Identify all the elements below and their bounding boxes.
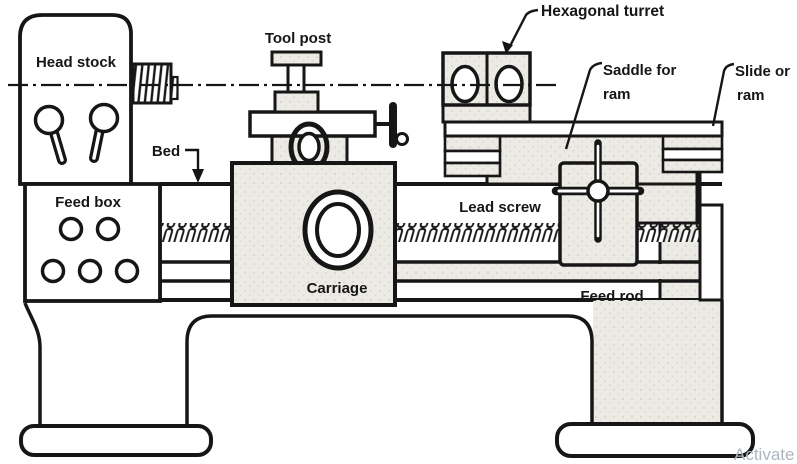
saddle-leader (564, 61, 603, 150)
machine-base (19, 300, 755, 458)
saddle-left-bracket (443, 134, 502, 178)
hexagonal-turret-arrowhead (502, 41, 513, 54)
label-feed-box: Feed box (55, 194, 122, 211)
feed-box-knob (40, 258, 66, 284)
label-slide-ram: ram (737, 87, 765, 104)
saddle-lower (635, 182, 699, 225)
bed-end-strip (698, 203, 724, 302)
left-foot (19, 424, 213, 457)
feed-box-knob (77, 258, 103, 284)
labels: Head stock Feed box Tool post Hexagonal … (36, 3, 790, 305)
label-head-stock: Head stock (36, 54, 117, 71)
label-saddle-for: Saddle for (603, 62, 677, 79)
label-bed: Bed (152, 143, 180, 160)
right-foot (555, 422, 755, 458)
right-leg (593, 300, 722, 426)
feed-box (23, 182, 162, 303)
label-slide-or: Slide or (735, 63, 790, 80)
carriage-assembly (230, 50, 409, 307)
label-lead-screw: Lead screw (459, 199, 541, 216)
crank-handle (374, 102, 409, 148)
hexagonal-turret-leader (507, 8, 539, 49)
bed-leader (185, 148, 200, 172)
label-feed-rod: Feed rod (580, 288, 643, 305)
head-stock (18, 13, 133, 186)
base-arch (185, 314, 594, 426)
feed-box-knob (58, 216, 84, 242)
slide-leader (711, 62, 735, 127)
turret-saddle-assembly (441, 51, 724, 267)
label-carriage: Carriage (307, 280, 368, 297)
activate-watermark: Activate (734, 445, 794, 464)
saddle-right-bracket (661, 134, 724, 174)
left-leg-outer-edge (23, 302, 42, 426)
tool-post-stem (286, 62, 306, 94)
label-hexagonal-turret: Hexagonal turret (541, 3, 664, 20)
saddle-handwheel (551, 139, 645, 243)
cross-slide-handwheel (288, 121, 330, 173)
headstock-lever (33, 104, 67, 165)
label-tool-post: Tool post (265, 30, 331, 47)
leader-lines (185, 8, 735, 183)
hexagonal-turret (441, 51, 532, 107)
bed-arrowhead (192, 169, 204, 183)
ram-bar (443, 120, 724, 138)
compound-rest (273, 90, 320, 114)
chuck (131, 62, 179, 105)
feed-box-knob (114, 258, 140, 284)
headstock-lever (88, 102, 120, 163)
carriage-handwheel (302, 189, 374, 271)
feed-box-knob (95, 216, 121, 242)
turret-base (441, 103, 532, 124)
tool-post-cap (270, 50, 323, 67)
label-saddle-ram: ram (603, 86, 631, 103)
